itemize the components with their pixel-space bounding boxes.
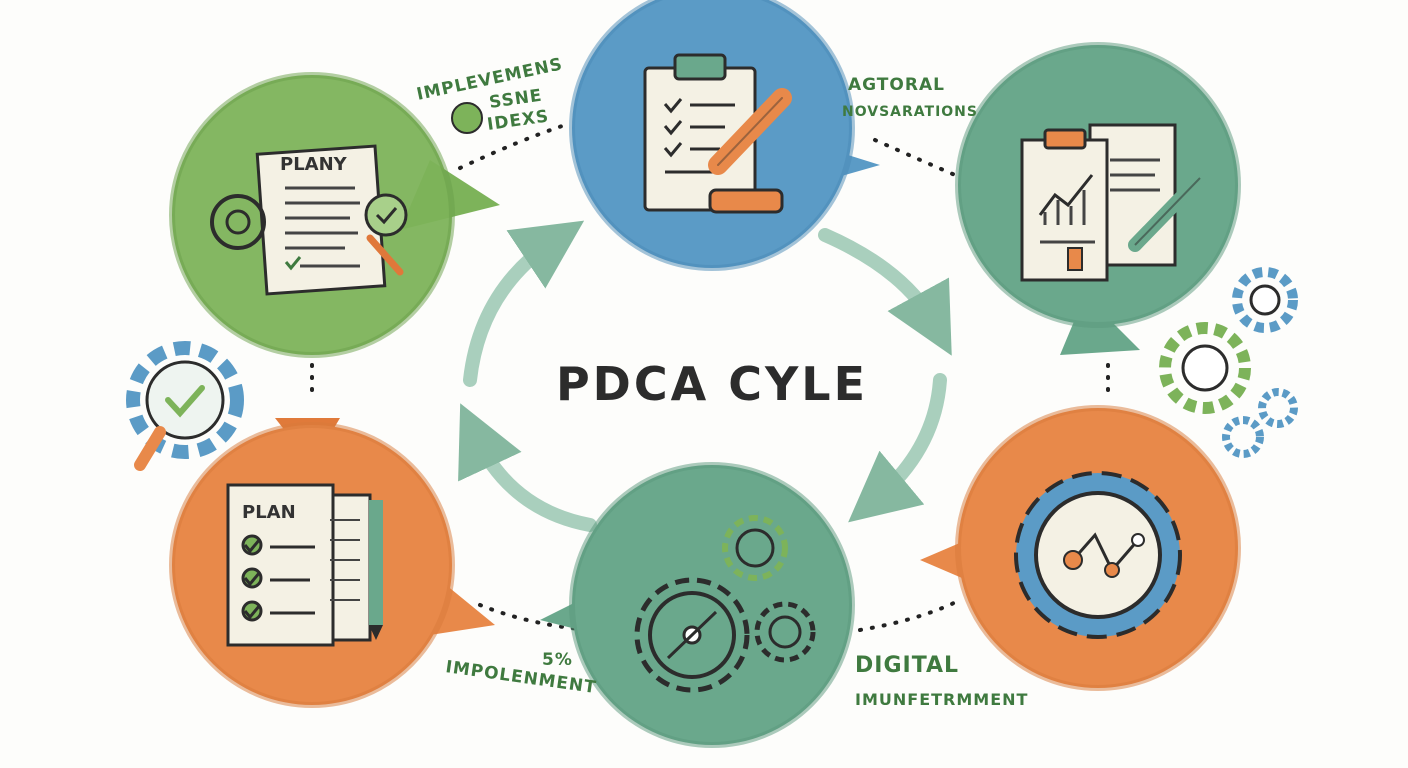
note-top-right-1: AGTORAL (848, 75, 945, 95)
clipboard-pencil-icon (643, 53, 792, 214)
gear-network-icon (1014, 471, 1182, 639)
arrow-top-left (463, 220, 585, 387)
note-bottom-right-2: IMUNFETRMMENT (855, 690, 1028, 709)
arrow-top-right (818, 228, 952, 356)
doc-label: PLANY (280, 154, 348, 175)
bubble (572, 465, 852, 745)
arrow-bottom-left (458, 403, 597, 532)
report-chart-pencil-icon (1020, 123, 1207, 282)
node-do[interactable] (569, 0, 880, 271)
node-check[interactable] (955, 42, 1241, 355)
gears-icon (634, 515, 816, 693)
pie-chart-icon (451, 102, 483, 134)
cycle-arrows (458, 220, 952, 532)
gear-check-icon (126, 341, 244, 471)
arrow-bottom-right (848, 373, 947, 523)
note-bottom-right-1: DIGITAL (855, 653, 959, 678)
dotted-connectors (310, 123, 1110, 632)
note-bottom-left-2: IMPOLENMENT (444, 657, 597, 698)
note-top-right-2: NOVSARATIONS (842, 104, 978, 120)
checklist-pencil-icon: PLAN (226, 483, 383, 647)
node-implement[interactable] (540, 462, 855, 748)
diagram-title: PDCA CYLE (556, 357, 868, 411)
doc-label: PLAN (242, 502, 296, 523)
note-bottom-left-1: 5% (542, 650, 573, 670)
gear-cluster-icon (1159, 267, 1298, 458)
node-plan-bottom[interactable]: PLAN (169, 418, 495, 708)
document-wrench-gear-icon: PLANY (210, 144, 408, 296)
node-act[interactable] (920, 405, 1241, 691)
node-plan-top[interactable]: PLANY (169, 72, 500, 358)
